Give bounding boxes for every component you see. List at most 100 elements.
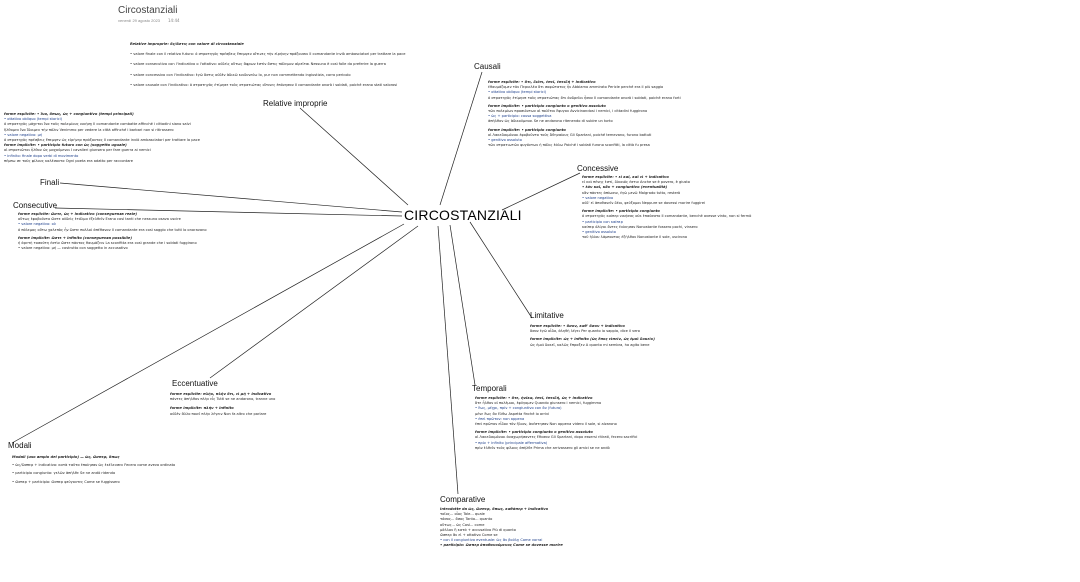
branch-causali: Causali — [474, 62, 501, 71]
note-line: πάντες ἀπῆλθον πλὴν εἷς Tutti se ne anda… — [170, 397, 276, 402]
note-line: ὁ στρατηγὸς καίπερ νικήσας οὐκ ἐπαύσατο … — [582, 214, 752, 219]
notes-modali: Modali (uso ampio del participio) — ὡς, … — [12, 455, 175, 485]
note-line: • genitivo assoluto — [488, 138, 522, 143]
notes-relative-improprie: Relative improprie: ὅς/ὅστις con valore … — [130, 42, 405, 88]
note-line: forme implicite: • participio congiunto … — [488, 103, 606, 108]
note-line: • participio con καίπερ — [582, 219, 623, 224]
note-line: • valore causale con l'indicativo: ὁ στρ… — [130, 82, 398, 87]
connector-limitative — [469, 221, 533, 319]
note-line: forme esplicite: • ὅσον, καθ' ὅσον + ind… — [530, 324, 625, 328]
connector-relative-improprie — [299, 107, 409, 206]
note-line: οὕτως ἐφοβοῦντο ὥστε οὐδεὶς ἐτόλμα ἐξελθ… — [18, 217, 181, 222]
branch-limitative: Limitative — [530, 311, 564, 320]
connector-causali — [439, 71, 483, 206]
branch-finali: Finali — [40, 178, 60, 187]
note-line: forme implicite: • participio futuro con… — [4, 143, 127, 148]
note-line: • participio: ὥσπερ ἀποθανούμενος Come s… — [440, 543, 563, 548]
notes-limitative: forme esplicite: • ὅσον, καθ' ὅσον + ind… — [530, 324, 655, 348]
note-line: οὐδ' εἰ ἀποθανεῖν δέοι, φεύξομαι Neppure… — [582, 201, 706, 206]
note-line: • con il congiuntivo eventuale: ὡς ἂν βο… — [440, 538, 543, 543]
note-line: ἤλθομεν ἵνα ἴδοιμεν τὴν πόλιν Venimmo pe… — [4, 127, 174, 132]
connector-temporali — [449, 224, 476, 386]
note-line: forme esplicite: ὥστε, ὡς + indicativo (… — [18, 212, 138, 216]
note-line: forme implicite: • participio congiunto — [582, 209, 660, 214]
branch-relative-improprie: Relative improprie — [263, 99, 328, 108]
connector-finali — [59, 182, 403, 213]
note-line: forme esplicite: • ὅτι, διότι, ἐπεί, ἐπε… — [488, 80, 596, 84]
page-time: 14:44 — [168, 18, 180, 23]
note-line: οἱ Λακεδαιμόνιοι ἐφοβοῦντο τοὺς Ἀθηναίου… — [488, 132, 652, 137]
note-line: ἐθαυμάζομεν τὸν Περικλέα ὅτι σοφώτατος ἦ… — [488, 85, 664, 90]
note-line: ἐπεὶ πρῶτον εἶδον τὸν ἥλιον, ἀνέστησαν N… — [475, 422, 617, 427]
note-line: • ὡς/ὥσπερ + indicativo: κατὰ ταῦτα ἐποί… — [12, 463, 176, 468]
note-line: ὁ πόλεμος οὕτω χαλεπὸς ἦν ὥστε πολλοὶ ἀπ… — [18, 227, 207, 232]
note-line: • ὡς + participio: causa soggettiva — [488, 114, 552, 119]
notes-causali: forme esplicite: • ὅτι, διότι, ἐπεί, ἐπε… — [488, 80, 681, 148]
note-line: forme implicite: ὥστε + infinito (conseg… — [18, 235, 132, 240]
note-line: ὅσον ἐγὼ οἶδα, ἀληθῆ λέγει Per quanto io… — [530, 329, 641, 334]
note-line: κἂν πάντες ἀπίωσιν, ἐγὼ μενῶ Malgrado tu… — [582, 190, 681, 195]
note-line: • ἐάν καί, κἄν + congiuntivo (eventualit… — [582, 185, 668, 190]
central-topic: CIRCOSTANZIALI — [404, 207, 522, 223]
note-line: • ἕως, μέχρι, πρίν + congiuntivo con ἄν … — [475, 406, 562, 411]
note-line: • valore negativo: οὐ — [18, 222, 56, 227]
branch-modali: Modali — [8, 441, 32, 450]
branch-consecutive: Consecutive — [13, 201, 58, 210]
note-line: • valore finale con il relativo futuro: … — [130, 52, 406, 57]
connector-eccentuative — [209, 225, 419, 379]
notes-finali: forme esplicite: • ἵνα, ὅπως, ὡς + congi… — [4, 112, 200, 164]
note-line: μᾶλλον ἢ κατά + accusativo Più di quanto — [440, 527, 516, 532]
note-line: • infinito: finale dopo verbi di movimen… — [4, 153, 79, 158]
note-line: εἰ καὶ πένης ἐστί, δίκαιός ἐστιν Anche s… — [582, 180, 691, 185]
note-line: Modali (uso ampio del participio) — ὡς, … — [12, 455, 120, 459]
note-line: ὁ στρατηγὸς ἐτίμησε τοὺς στρατιώτας ὅτι … — [488, 95, 681, 100]
page-title: Circostanziali — [118, 5, 178, 16]
note-line: forme esplicite: • ὅτε, ἡνίκα, ἐπεί, ἐπε… — [475, 396, 593, 400]
note-line: ὁ στρατηγὸς μάχεται ἵνα τοὺς πολεμίους ν… — [4, 122, 191, 127]
note-line: forme esplicite: πλήν, πλὴν ὅτι, εἰ μή +… — [170, 392, 272, 396]
note-line: καίπερ ὀλίγοι ὄντες ἐνίκησαν Nonostante … — [582, 224, 698, 229]
note-line: ὡς ἐμοὶ δοκεῖ, καλῶς ἔπραξεν A quanto mi… — [530, 342, 650, 347]
note-line: Introdotte da ὡς, ὥσπερ, ὅπως, καθάπερ +… — [440, 507, 549, 511]
note-line: πρὶν ἐλθεῖν τοὺς φίλους ἀπῆλθε Prima che… — [475, 445, 610, 450]
note-line: • participio congiunto: γελῶν ἀπῆλθε Se … — [12, 471, 116, 476]
note-line: τοῦ ἡλίου λάμποντος ἐξῆλθον Nonostante i… — [582, 235, 688, 240]
note-line: forme esplicite: • εἰ καί, καὶ εἰ + indi… — [582, 175, 669, 179]
note-line: • valore consecutivo con l'indicativo o … — [130, 62, 386, 67]
note-line: forme implicite: • participio congiunto — [488, 127, 566, 132]
note-line: ὥσπερ ἂν εἰ + ottativo Come se — [440, 533, 498, 538]
note-line: τοῖος... οἷος Tale... quale — [440, 512, 485, 517]
note-line: forme implicite: ὡς + infinito (ὡς ἔπος … — [530, 337, 655, 342]
notes-eccentuative: forme esplicite: πλήν, πλὴν ὅτι, εἰ μή +… — [170, 392, 275, 417]
note-line: • ottativo obliquo (tempi storici) — [488, 90, 547, 95]
note-line: forme esplicite: • ἵνα, ὅπως, ὡς + congi… — [4, 112, 134, 116]
note-line: Relative improprie: ὅς/ὅστις con valore … — [130, 42, 244, 46]
note-line: οἱ Λακεδαιμόνιοι ἀναχωρήσαντες ἔθυσαν Gl… — [475, 435, 638, 440]
note-line: οἱ στρατιῶται ἦλθον ὡς μαχούμενοι I cava… — [4, 148, 151, 153]
note-line: τῶν στρατιωτῶν φυγόντων ἡ πόλις ἑάλω Poi… — [488, 143, 650, 148]
connector-modali — [11, 223, 405, 444]
branch-eccentuative: Eccentuative — [172, 379, 218, 388]
note-line: • πρίν + infinito (principale affermativ… — [475, 440, 548, 445]
note-line: οὕτως... ὡς Così... come — [440, 522, 485, 527]
note-line: ὁ στρατηγὸς πρέσβεις ἔπεμψεν ὡς εἰρήνην … — [4, 138, 200, 143]
note-line: • genitivo assoluto — [582, 230, 616, 235]
notes-comparative: Introdotte da ὡς, ὥσπερ, ὅπως, καθάπερ +… — [440, 507, 563, 549]
note-line: • ἐπεὶ πρῶτον: non appena — [475, 416, 525, 421]
notes-concessive: forme esplicite: • εἰ καί, καὶ εἰ + indi… — [582, 175, 751, 240]
notes-temporali: forme esplicite: • ὅτε, ἡνίκα, ἐπεί, ἐπε… — [475, 396, 637, 451]
note-line: μένε ἕως ἂν ἔλθω Aspetta finché io arriv… — [475, 411, 550, 416]
note-line: ἡ ἀρετὴ τοσαύτη ἐστὶν ὥστε πάντας θαυμάζ… — [18, 241, 197, 246]
connector-comparative — [437, 225, 459, 495]
note-line: • valore concessivo con l'indicativo: ἐγ… — [130, 72, 351, 77]
branch-comparative: Comparative — [440, 495, 486, 504]
note-line: forme implicite: πλήν + infinito — [170, 406, 234, 411]
note-line: ἀπῆλθον ὡς ἀδικούμενοι Se ne andarono ri… — [488, 119, 613, 124]
branch-temporali: Temporali — [472, 384, 507, 393]
note-line: πέμπω σε τοὺς φίλους καλέσοντα Ogni poet… — [4, 158, 134, 163]
note-line: οὐδὲν ἄλλο ποιεῖ πλὴν λέγειν Non fa altr… — [170, 411, 267, 416]
connector-concessive — [501, 172, 581, 211]
connector-consecutive — [54, 207, 403, 217]
note-line: • valore negativo — [582, 195, 614, 200]
